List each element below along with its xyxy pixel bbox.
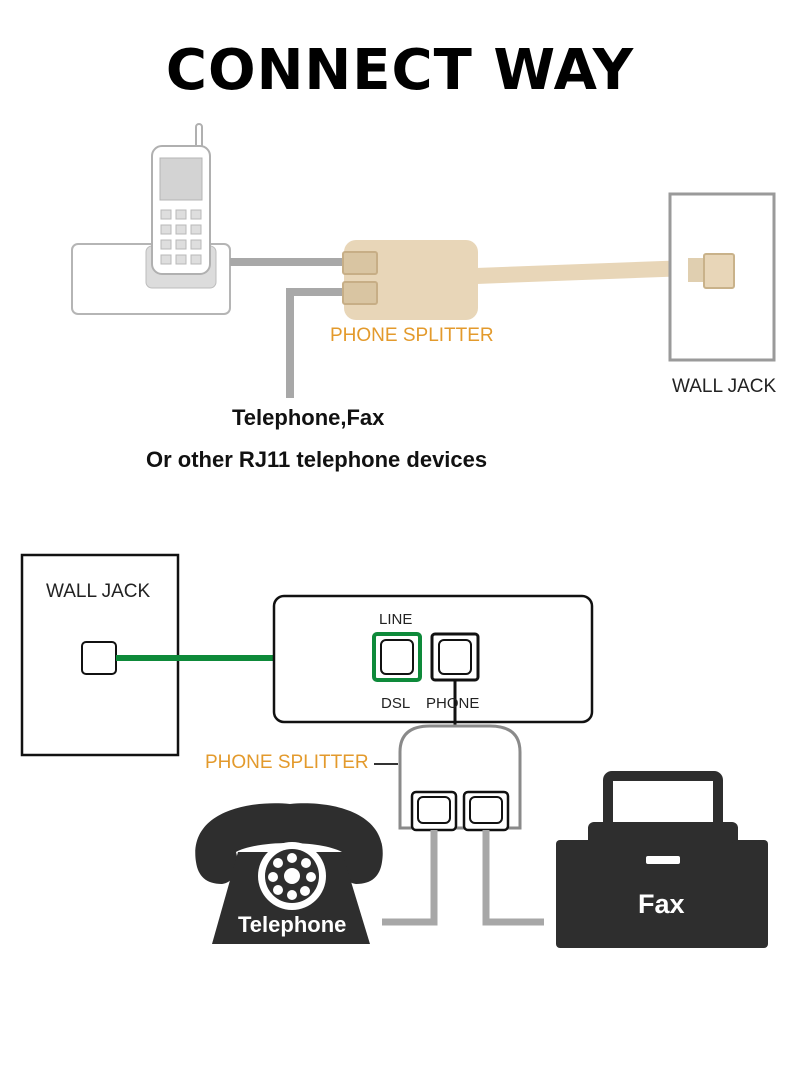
modem-phone-label: PHONE bbox=[426, 695, 480, 712]
telephone-label: Telephone bbox=[238, 912, 347, 937]
devices-caption-line2: Or other RJ11 telephone devices bbox=[146, 447, 488, 472]
fax-machine-icon bbox=[556, 771, 768, 948]
modem-line-label: LINE bbox=[379, 611, 413, 628]
phone-splitter-label-top: PHONE SPLITTER bbox=[330, 325, 494, 346]
wall-jack-label-top: WALL JACK bbox=[672, 376, 777, 397]
devices-caption-line1: Telephone,Fax bbox=[232, 405, 385, 430]
wall-jack-label-bottom: WALL JACK bbox=[46, 581, 151, 602]
phone-splitter-label-bottom: PHONE SPLITTER bbox=[205, 752, 369, 773]
page-title: CONNECT WAY bbox=[165, 38, 635, 103]
cordless-handset-icon bbox=[151, 123, 211, 275]
modem-dsl-label: DSL bbox=[381, 695, 411, 712]
fax-label: Fax bbox=[638, 889, 685, 919]
telephone-icon bbox=[195, 803, 383, 944]
